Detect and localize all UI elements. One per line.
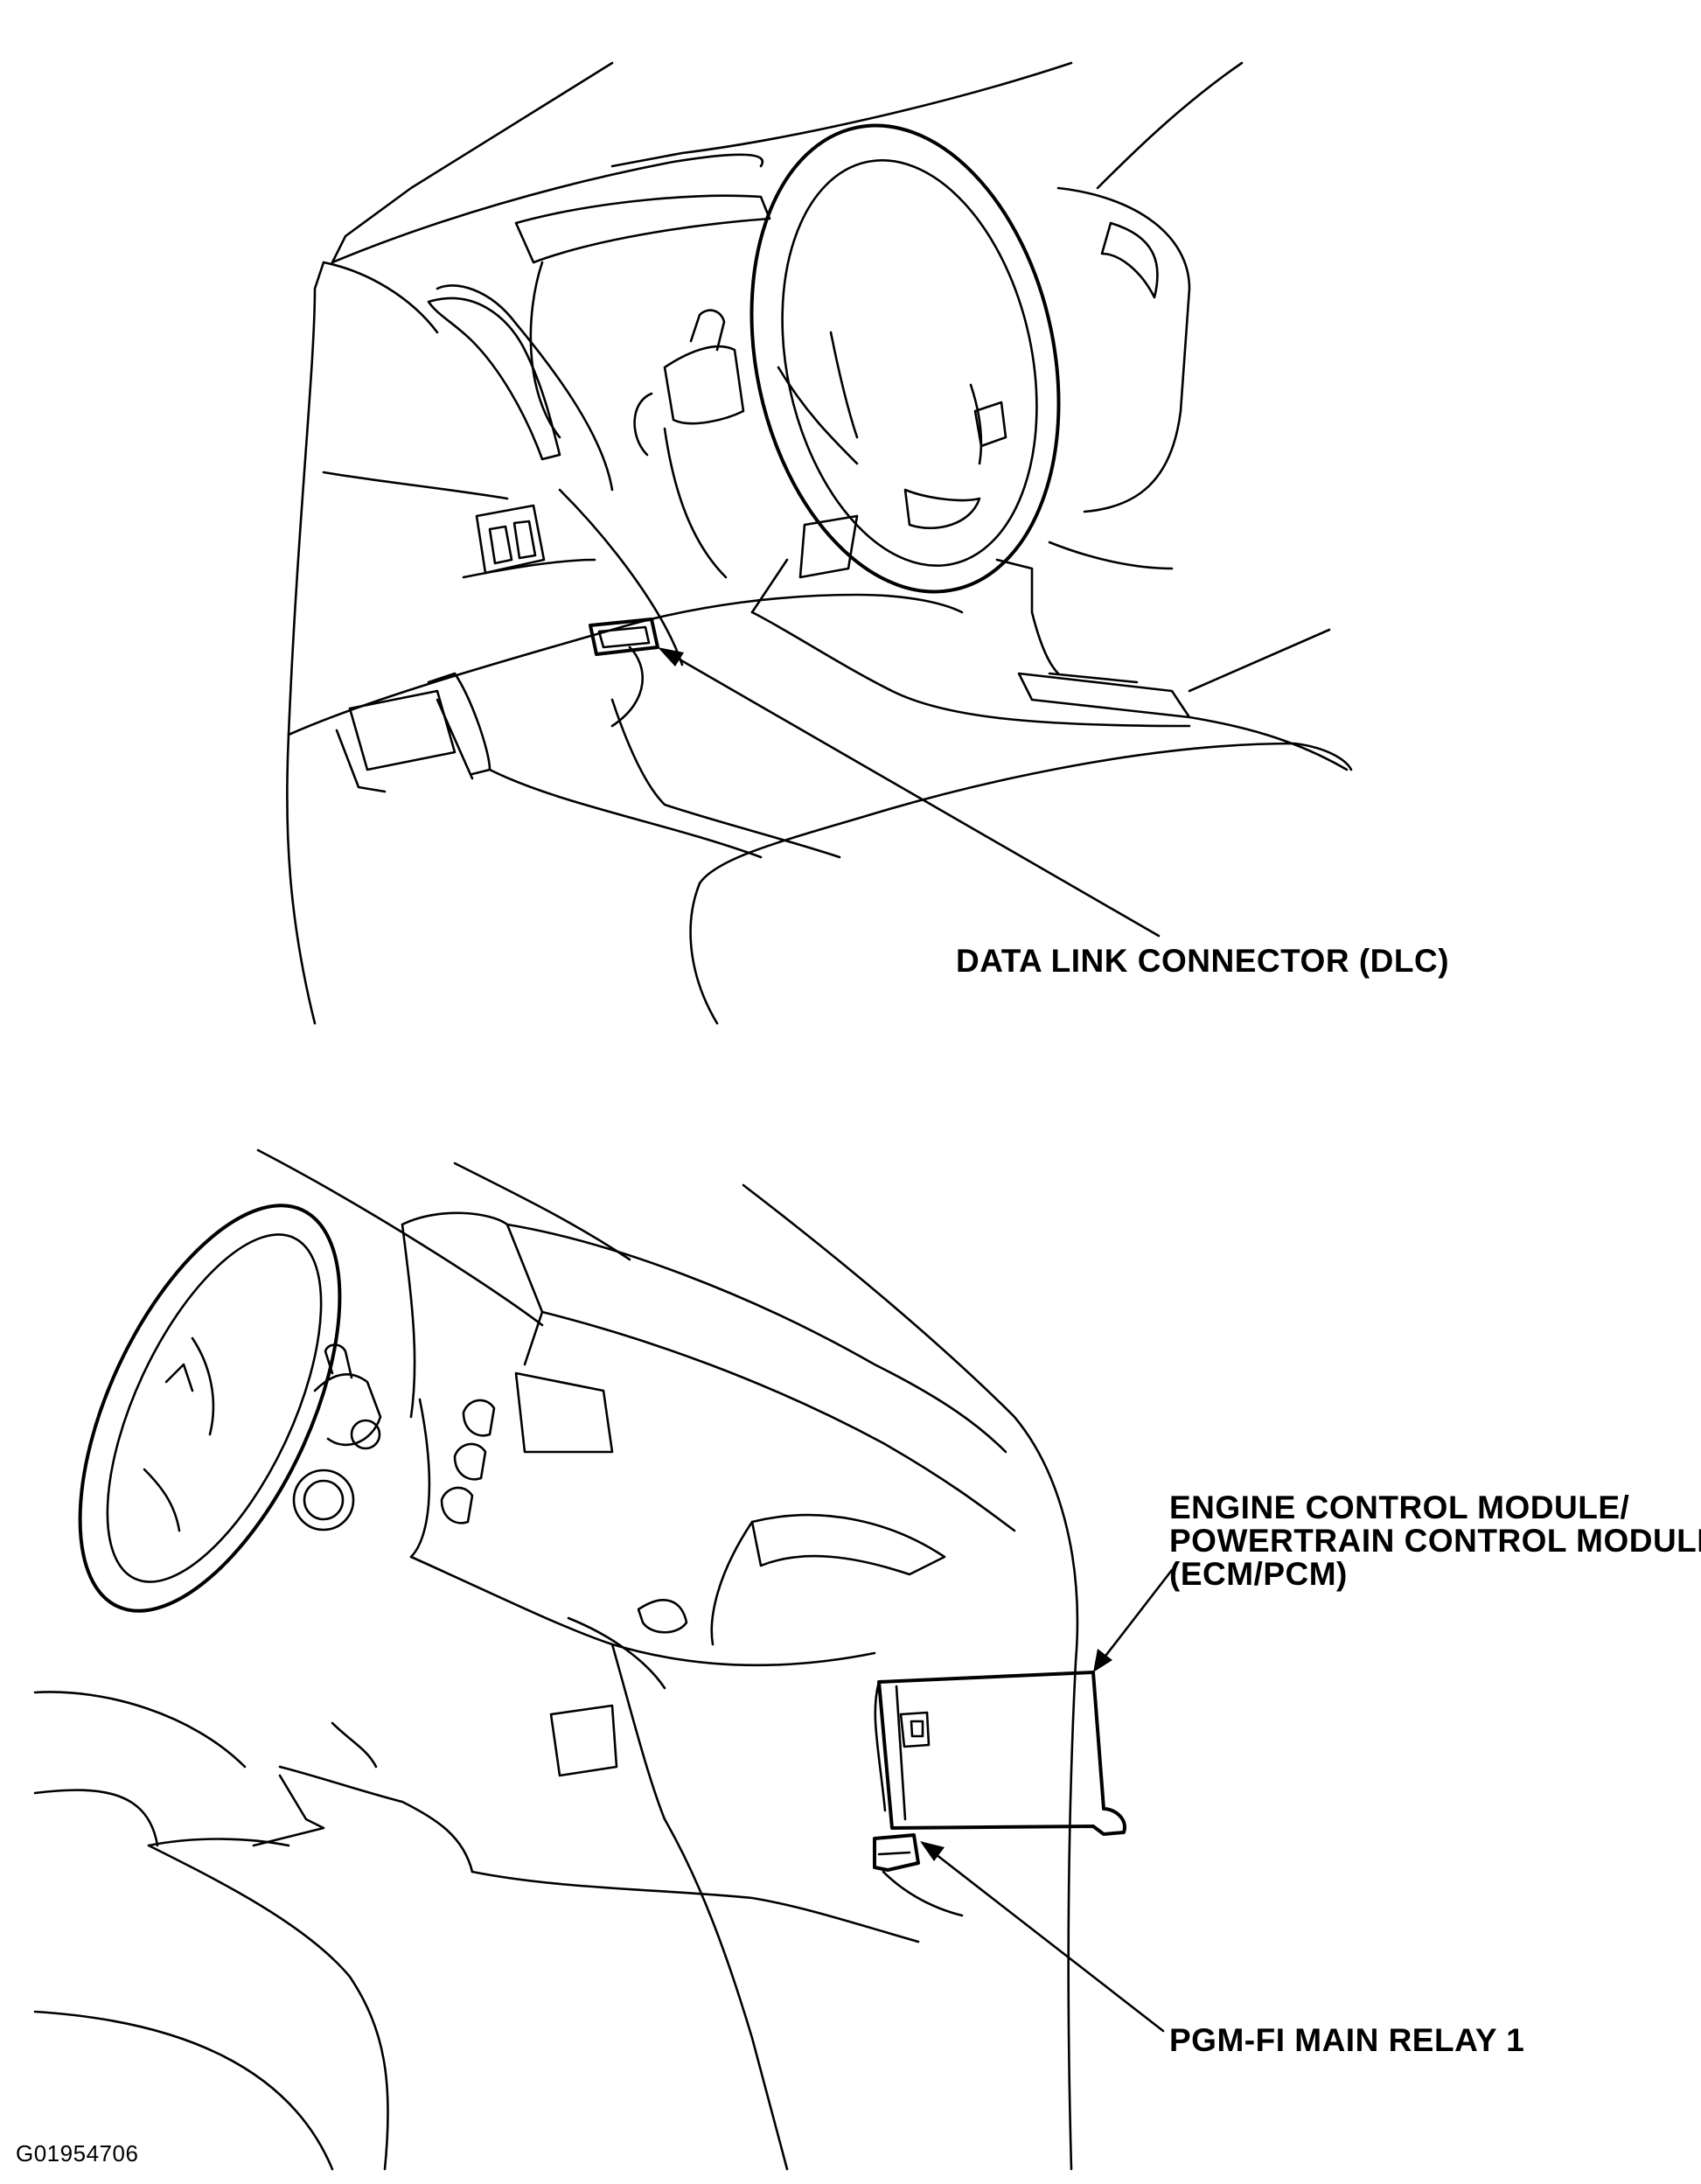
ecm-pcm-label: ENGINE CONTROL MODULE/ POWERTRAIN CONTRO…	[1169, 1491, 1701, 1591]
relay-label: PGM-FI MAIN RELAY 1	[1169, 2022, 1525, 2058]
figure-code: G01954706	[16, 2140, 139, 2167]
bottom-view-dashboard	[33, 1148, 1174, 2171]
ecm-label-line-1: ENGINE CONTROL MODULE/	[1169, 1490, 1630, 1525]
ecm-label-line-3: (ECM/PCM)	[1169, 1556, 1348, 1592]
top-view-dashboard	[286, 61, 1353, 1025]
ecm-label-line-2: POWERTRAIN CONTROL MODULE	[1169, 1523, 1701, 1559]
dlc-label: DATA LINK CONNECTOR (DLC)	[956, 943, 1450, 979]
